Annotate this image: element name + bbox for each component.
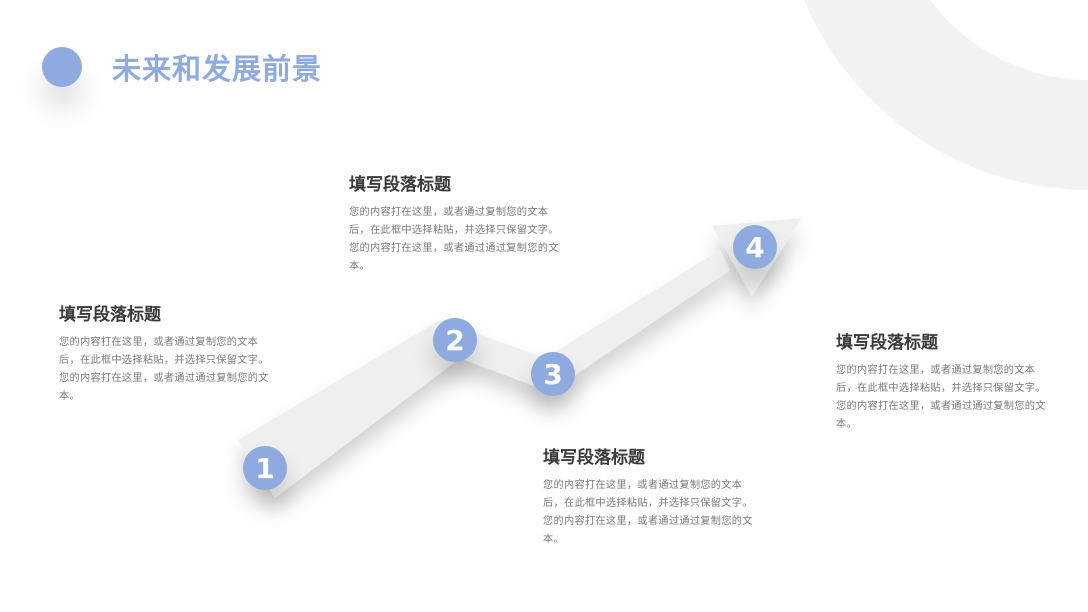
step-3-text: 填写段落标题 您的内容打在这里，或者通过复制您的文本后，在此框中选择粘贴，并选择… — [543, 443, 753, 549]
step-2-badge: 2 — [433, 318, 477, 362]
step-1-body: 您的内容打在这里，或者通过复制您的文本后，在此框中选择粘贴，并选择只保留文字。您… — [59, 337, 269, 402]
step-3-heading: 填写段落标题 — [543, 448, 645, 468]
step-3-body: 您的内容打在这里，或者通过复制您的文本后，在此框中选择粘贴，并选择只保留文字。您… — [543, 480, 753, 545]
page-title: 未来和发展前景 — [112, 52, 323, 86]
step-3-badge: 3 — [531, 352, 575, 396]
step-1-heading: 填写段落标题 — [59, 305, 161, 325]
step-1-text: 填写段落标题 您的内容打在这里，或者通过复制您的文本后，在此框中选择粘贴，并选择… — [59, 300, 269, 406]
step-2-body: 您的内容打在这里，或者通过复制您的文本后，在此框中选择粘贴，并选择只保留文字。您… — [349, 207, 559, 272]
step-2-text: 填写段落标题 您的内容打在这里，或者通过复制您的文本后，在此框中选择粘贴，并选择… — [349, 170, 559, 276]
step-2-heading: 填写段落标题 — [349, 175, 451, 195]
step-4-badge: 4 — [733, 225, 777, 269]
step-4-heading: 填写段落标题 — [836, 333, 938, 353]
step-4-text: 填写段落标题 您的内容打在这里，或者通过复制您的文本后，在此框中选择粘贴，并选择… — [836, 328, 1046, 434]
title-bullet-dot — [42, 47, 82, 87]
step-1-badge: 1 — [243, 446, 287, 490]
step-4-body: 您的内容打在这里，或者通过复制您的文本后，在此框中选择粘贴，并选择只保留文字。您… — [836, 365, 1046, 430]
